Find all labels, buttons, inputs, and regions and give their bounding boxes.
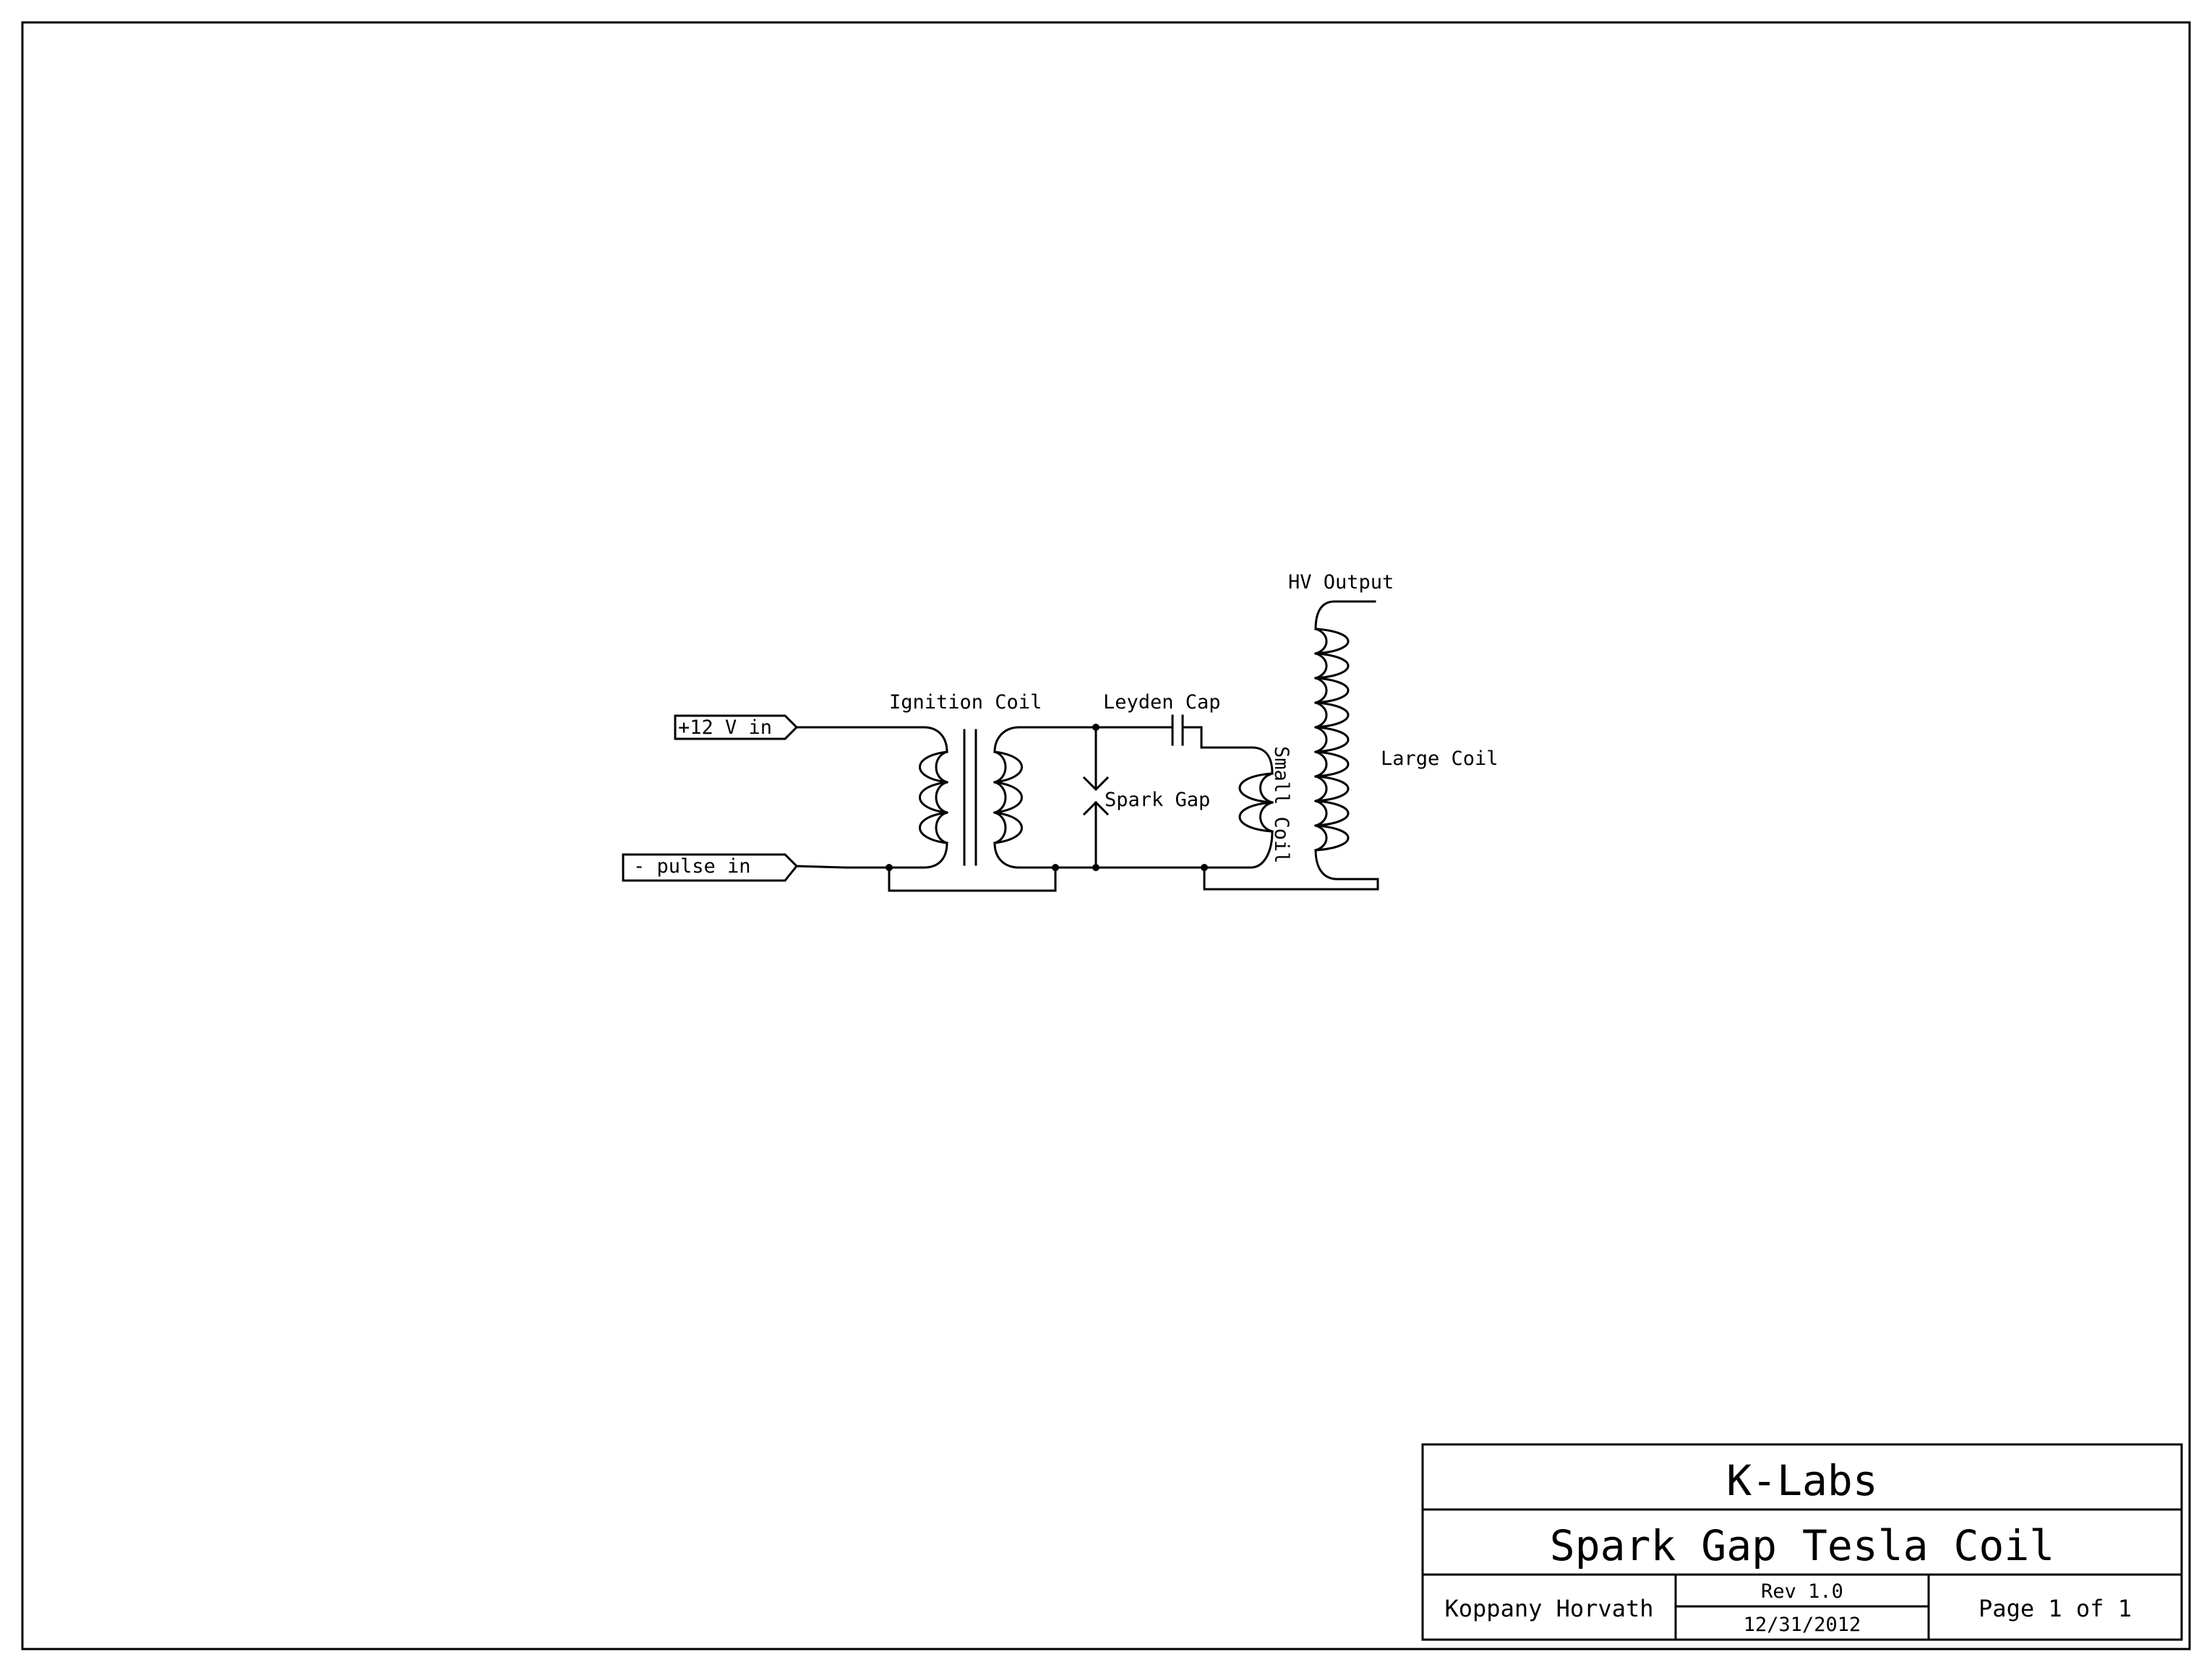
revision: Rev 1.0 [1761,1580,1843,1603]
large-coil: Large Coil [1314,600,1499,881]
junction-2 [1052,864,1059,871]
large-coil-label: Large Coil [1381,748,1499,770]
junction-3 [1201,864,1208,871]
drawing-title: Spark Gap Tesla Coil [1550,1521,2054,1570]
ignition-coil: Ignition Coil [889,691,1042,869]
page-number: Page 1 of 1 [1979,1595,2132,1622]
small-coil-label: Small Coil [1270,746,1293,864]
small-coil: Small Coil [1238,746,1293,869]
spark-gap-label: Spark Gap [1105,789,1210,811]
spark-gap: Spark Gap [1082,724,1210,871]
sheet-border [21,21,2191,1650]
title-block: K-Labs Spark Gap Tesla Coil Koppany Horv… [1421,1443,2183,1641]
junction-1 [886,864,893,871]
port-pulse: - pulse in [622,853,799,882]
port-plus12-label: +12 V in [678,716,772,739]
author: Koppany Horvath [1445,1595,1654,1622]
wire-ground-to-large [1203,866,1379,891]
company-name: K-Labs [1726,1456,1878,1505]
leyden-cap-label: Leyden Cap [1103,691,1221,714]
wire-ground-link [888,866,1057,892]
port-pulse-label: - pulse in [633,855,751,878]
port-plus12: +12 V in [674,714,799,740]
hv-output-label: HV Output [1288,571,1394,594]
leyden-cap: Leyden Cap [1103,691,1253,749]
date: 12/31/2012 [1744,1614,1861,1636]
wire-pulse [795,865,925,869]
ignition-coil-label: Ignition Coil [889,691,1042,714]
